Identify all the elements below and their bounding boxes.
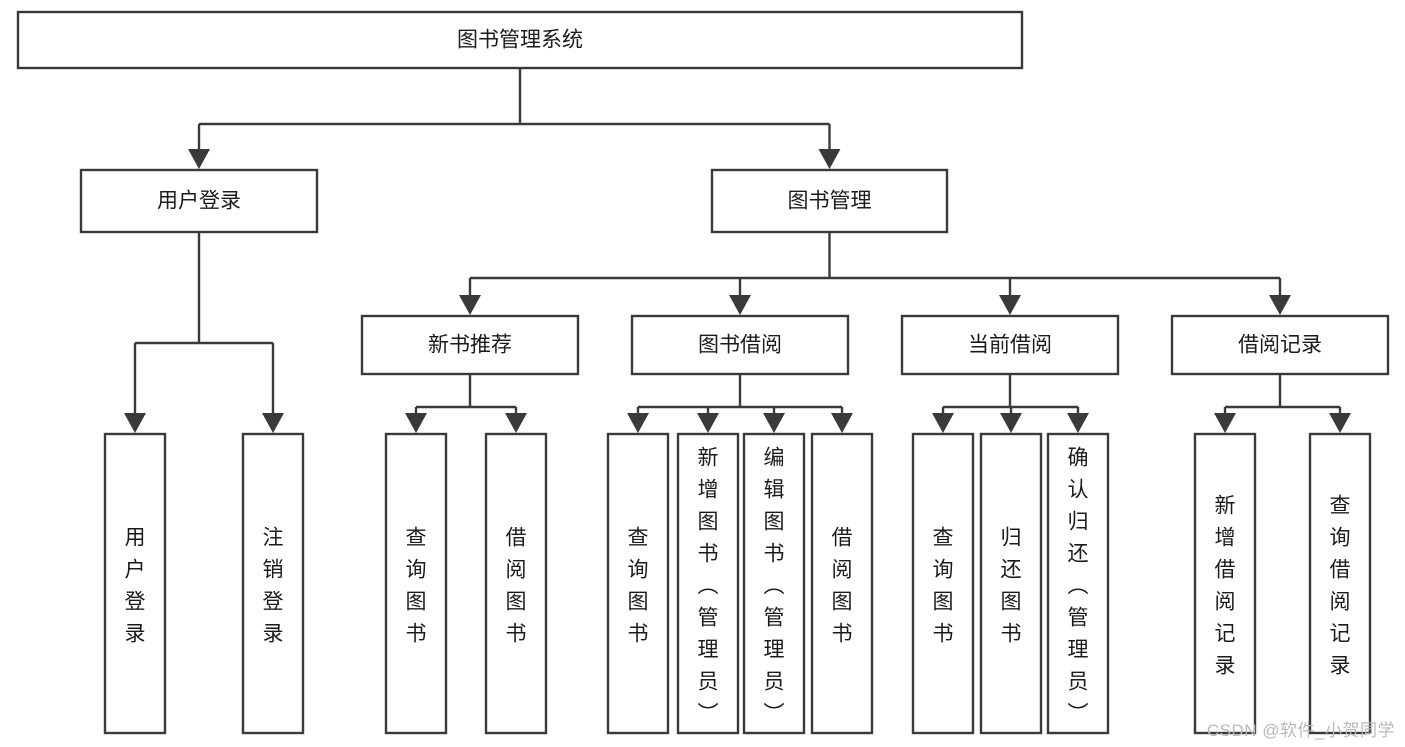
node-n-borrow-record[interactable]: 借阅记录 xyxy=(1170,314,1390,376)
node-box xyxy=(241,432,305,735)
node-l-add-book[interactable]: 新增图书︵管理员︶ xyxy=(676,432,740,735)
node-box xyxy=(900,314,1120,376)
node-label: 借阅记录 xyxy=(1238,334,1322,357)
node-label: 图书管理 xyxy=(788,190,872,213)
node-l-return-book[interactable]: 归还图书 xyxy=(979,432,1043,735)
connector-group xyxy=(124,232,284,433)
node-label: 借阅图书 xyxy=(506,526,527,645)
node-box xyxy=(742,432,806,735)
node-l-borrow-book-2[interactable]: 借阅图书 xyxy=(810,432,874,735)
node-label: 用户登录 xyxy=(125,526,146,645)
node-l-borrow-book-1[interactable]: 借阅图书 xyxy=(484,432,548,735)
node-label: 图书借阅 xyxy=(698,334,782,357)
watermark-text: CSDN @软件_小贺同学 xyxy=(1206,721,1395,740)
node-box xyxy=(810,432,874,735)
node-n-user-login[interactable]: 用户登录 xyxy=(79,168,319,234)
connector-group xyxy=(1214,374,1351,433)
node-label: 归还图书 xyxy=(1001,526,1022,645)
connector-group xyxy=(405,374,527,433)
node-label: 确认归还︵管理员︶ xyxy=(1068,446,1089,725)
edge-layer xyxy=(124,68,1351,433)
connector-group xyxy=(188,68,841,169)
node-label: 查询图书 xyxy=(406,526,427,645)
node-l-query-book-3[interactable]: 查询图书 xyxy=(911,432,975,735)
node-layer: 图书管理系统用户登录图书管理新书推荐图书借阅当前借阅借阅记录用户登录注销登录查询… xyxy=(16,10,1390,735)
node-l-query-book-1[interactable]: 查询图书 xyxy=(384,432,448,735)
node-box xyxy=(103,432,167,735)
node-box xyxy=(979,432,1043,735)
node-n-book-borrow[interactable]: 图书借阅 xyxy=(630,314,850,376)
node-root[interactable]: 图书管理系统 xyxy=(16,10,1024,70)
node-label: 图书管理系统 xyxy=(457,29,583,52)
node-box xyxy=(911,432,975,735)
node-box xyxy=(79,168,319,234)
node-label: 注销登录 xyxy=(263,526,284,645)
node-n-current-borrow[interactable]: 当前借阅 xyxy=(900,314,1120,376)
node-l-logout[interactable]: 注销登录 xyxy=(241,432,305,735)
node-n-book-mgmt[interactable]: 图书管理 xyxy=(710,168,949,234)
node-label: 新增借阅记录 xyxy=(1215,494,1236,677)
node-l-query-book-2[interactable]: 查询图书 xyxy=(606,432,670,735)
connector-group xyxy=(459,232,1291,315)
node-box xyxy=(1170,314,1390,376)
node-box xyxy=(606,432,670,735)
node-box xyxy=(360,314,580,376)
node-box xyxy=(384,432,448,735)
node-label: 查询图书 xyxy=(628,526,649,645)
node-l-query-record[interactable]: 查询借阅记录 xyxy=(1308,432,1372,735)
node-box xyxy=(1046,432,1110,735)
node-label: 当前借阅 xyxy=(968,334,1052,357)
node-n-new-book-rec[interactable]: 新书推荐 xyxy=(360,314,580,376)
node-label: 编辑图书︵管理员︶ xyxy=(764,446,785,725)
node-l-user-login[interactable]: 用户登录 xyxy=(103,432,167,735)
node-box xyxy=(16,10,1024,70)
connector-group xyxy=(627,374,853,433)
node-label: 用户登录 xyxy=(157,190,241,213)
node-label: 新书推荐 xyxy=(428,334,512,357)
node-box xyxy=(630,314,850,376)
node-box xyxy=(710,168,949,234)
node-label: 新增图书︵管理员︶ xyxy=(698,446,719,725)
node-label: 查询借阅记录 xyxy=(1330,494,1351,677)
node-box xyxy=(676,432,740,735)
node-l-edit-book[interactable]: 编辑图书︵管理员︶ xyxy=(742,432,806,735)
node-l-confirm-return[interactable]: 确认归还︵管理员︶ xyxy=(1046,432,1110,735)
node-label: 借阅图书 xyxy=(832,526,853,645)
node-box xyxy=(484,432,548,735)
node-box xyxy=(1308,432,1372,735)
node-label: 查询图书 xyxy=(933,526,954,645)
node-box xyxy=(1193,432,1257,735)
connector-group xyxy=(932,374,1089,433)
node-l-add-record[interactable]: 新增借阅记录 xyxy=(1193,432,1257,735)
